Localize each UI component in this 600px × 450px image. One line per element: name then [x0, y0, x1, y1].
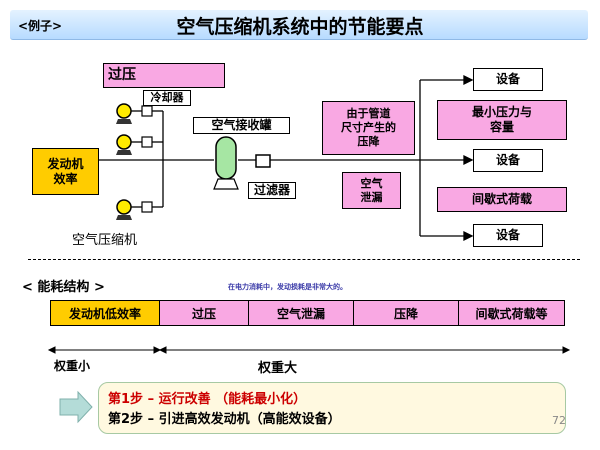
- filter-icon: [255, 154, 271, 168]
- motor-efficiency-box: 发动机 效率: [32, 148, 99, 195]
- cooler-unit-icon: [141, 201, 153, 213]
- title-bar: [10, 10, 588, 40]
- energy-segment-motor: 发动机低效率: [50, 300, 160, 326]
- cooler-unit-icon: [141, 105, 153, 117]
- pipe-pressure-drop-box: 由于管道 尺寸产生的 压降: [322, 101, 415, 155]
- weight-small-label: 权重小: [54, 359, 91, 373]
- compressor-icon: [116, 134, 132, 155]
- energy-note: 在电力消耗中，发动损耗是非常大的。: [228, 283, 347, 291]
- weight-large-label: 权重大: [258, 361, 298, 376]
- compressor-icon: [116, 199, 132, 220]
- air-leak-box: 空气 泄漏: [342, 172, 401, 209]
- page-number: 72: [552, 414, 566, 427]
- energy-structure-heading: < 能耗结构 >: [22, 280, 105, 295]
- cooler-unit-icon: [141, 136, 153, 148]
- equipment-box: 设备: [473, 68, 543, 91]
- compressor-icon: [116, 103, 132, 124]
- overpressure-box: 过压: [103, 63, 225, 88]
- equipment-box: 设备: [473, 224, 543, 247]
- equipment-box: 设备: [473, 149, 543, 172]
- filter-label: 过滤器: [248, 182, 296, 199]
- step-2: 第2步 – 引进高效发动机（高能效设备）: [108, 412, 341, 427]
- steps-panel: [98, 382, 566, 434]
- cooler-label: 冷却器: [143, 90, 191, 106]
- air-receiver-tank-icon: [213, 136, 239, 190]
- receiver-tank-label: 空气接收罐: [193, 117, 290, 134]
- page-title: 空气压缩机系统中的节能要点: [176, 16, 424, 38]
- energy-segment-intermittent: 间歇式荷载等: [458, 300, 565, 326]
- intermittent-load-box: 间歇式荷载: [437, 187, 567, 212]
- energy-segment-air-leak: 空气泄漏: [248, 300, 354, 326]
- step-arrow-icon: [59, 390, 93, 424]
- compressor-label: 空气压缩机: [72, 233, 138, 248]
- min-pressure-capacity-box: 最小压力与 容量: [437, 100, 567, 140]
- energy-segment-pressure-drop: 压降: [353, 300, 459, 326]
- example-tag: <例子>: [18, 19, 63, 33]
- energy-segment-overpressure: 过压: [159, 300, 249, 326]
- section-divider: [28, 259, 580, 260]
- step-1: 第1步 – 运行改善 （能耗最小化）: [108, 392, 307, 407]
